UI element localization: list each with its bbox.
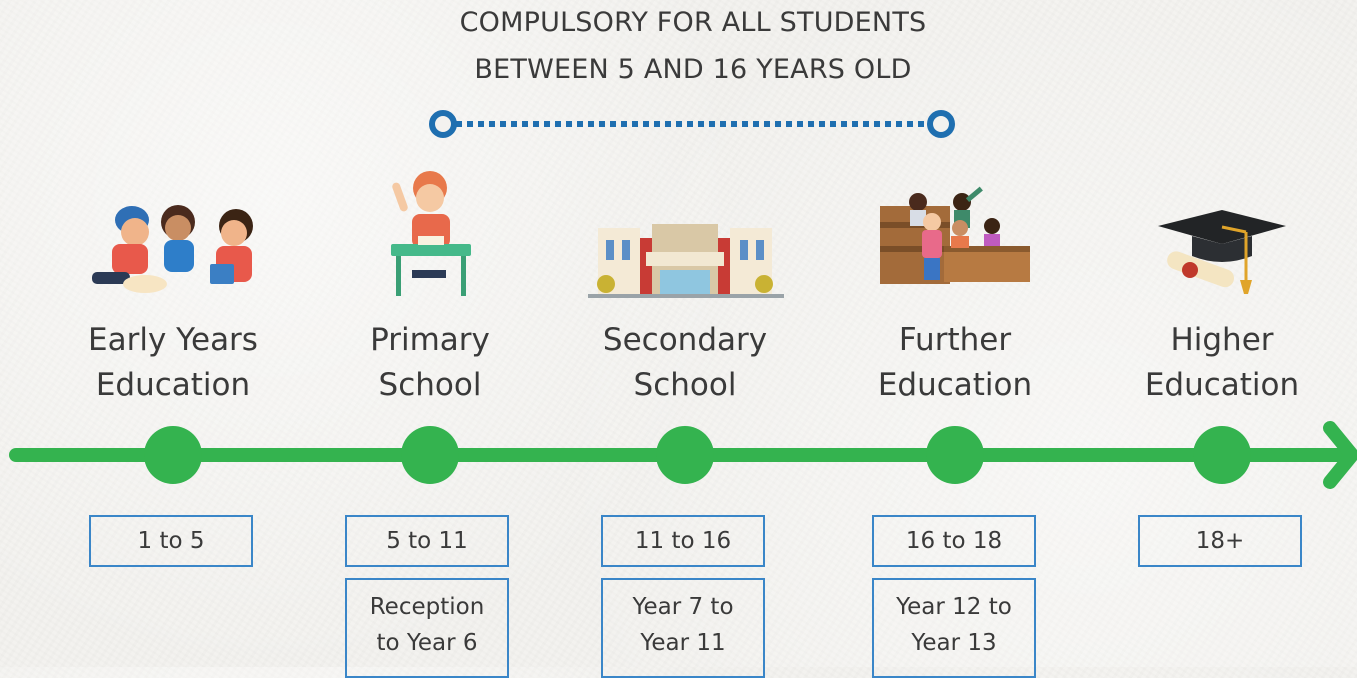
stage-label-further: Further Education	[825, 318, 1085, 408]
children-playing-icon	[92, 205, 253, 293]
graduation-cap-icon	[1158, 210, 1286, 294]
stage-marker-secondary	[656, 426, 714, 484]
age-range-box-higher: 18+	[1138, 515, 1302, 567]
stage-label-line2: School	[633, 367, 737, 403]
stage-marker-early-years	[144, 426, 202, 484]
school-years-box-secondary: Year 7 to Year 11	[601, 578, 765, 678]
stage-marker-further	[926, 426, 984, 484]
age-range-box-primary: 5 to 11	[345, 515, 509, 567]
stage-label-line1: Further	[898, 322, 1012, 358]
timeline-arrowhead	[1323, 421, 1357, 489]
stage-label-line1: Secondary	[602, 322, 768, 358]
age-range-box-early-years: 1 to 5	[89, 515, 253, 567]
school-years-box-further: Year 12 to Year 13	[872, 578, 1036, 678]
stage-marker-higher	[1193, 426, 1251, 484]
stage-marker-primary	[401, 426, 459, 484]
school-building-icon	[588, 224, 784, 298]
compulsory-title-line2: BETWEEN 5 AND 16 YEARS OLD	[474, 54, 912, 85]
stage-label-line1: Early Years	[88, 322, 258, 358]
school-years-box-primary: Reception to Year 6	[345, 578, 509, 678]
stage-label-line2: Education	[95, 367, 251, 403]
compulsory-title-line1: COMPULSORY FOR ALL STUDENTS	[459, 7, 927, 38]
student-at-desk-icon	[391, 171, 471, 296]
stage-label-line2: School	[378, 367, 482, 403]
compulsory-range-bracket	[429, 110, 955, 138]
compulsory-end-marker	[927, 110, 955, 138]
stage-label-line1: Primary	[370, 322, 490, 358]
stage-label-line2: Education	[877, 367, 1033, 403]
age-range-box-further: 16 to 18	[872, 515, 1036, 567]
stage-label-secondary: Secondary School	[555, 318, 815, 408]
lecture-hall-icon	[880, 186, 1030, 284]
stage-label-line1: Higher	[1170, 322, 1274, 358]
stage-label-primary: Primary School	[300, 318, 560, 408]
age-range-box-secondary: 11 to 16	[601, 515, 765, 567]
stage-label-higher: Higher Education	[1092, 318, 1352, 408]
stage-label-early-years: Early Years Education	[43, 318, 303, 408]
stage-label-line2: Education	[1144, 367, 1300, 403]
compulsory-start-marker	[429, 110, 457, 138]
